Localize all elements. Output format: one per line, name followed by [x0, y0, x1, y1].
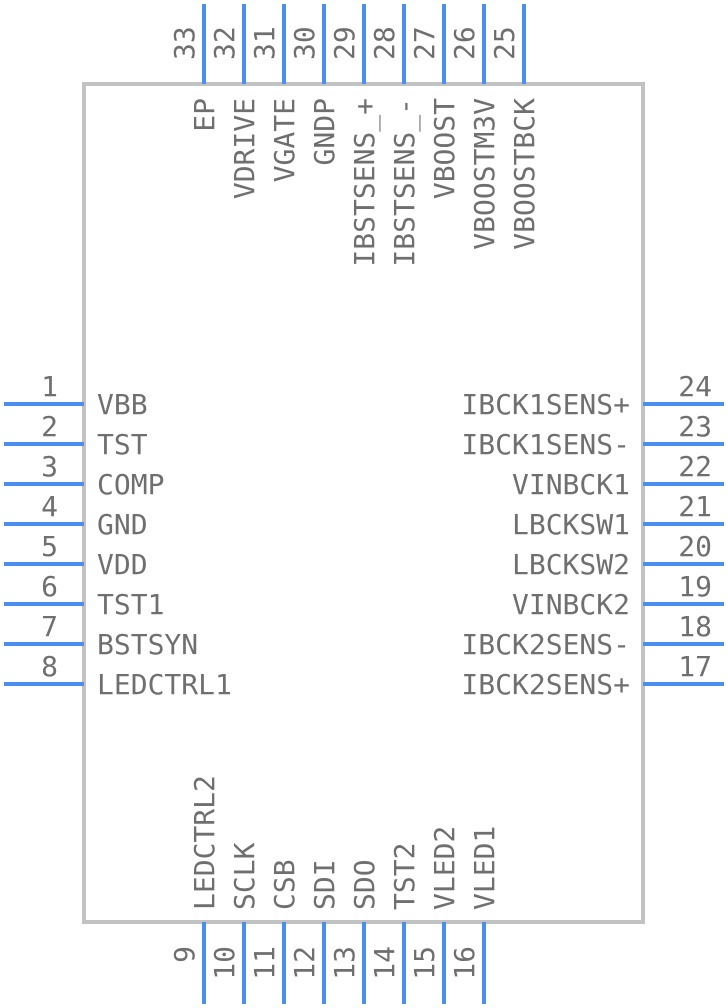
pin-name-bottom: VLED1: [468, 826, 501, 910]
pin-number-left: 4: [41, 490, 58, 523]
pin-name-right: VINBCK2: [512, 588, 630, 621]
pin-number-top: 31: [248, 26, 281, 60]
pin-name-top: VDRIVE: [228, 98, 261, 199]
pin-name-bottom: TST2: [388, 843, 421, 910]
pin-name-right: VINBCK1: [512, 468, 630, 501]
pin-name-top: VBOOSTBCK: [508, 98, 541, 250]
pin-name-right: IBCK1SENS+: [461, 388, 630, 421]
pin-number-bottom: 12: [288, 946, 321, 980]
pin-number-top: 28: [368, 26, 401, 60]
pin-number-bottom: 16: [448, 946, 481, 980]
pin-number-top: 27: [408, 26, 441, 60]
pin-number-top: 25: [488, 26, 521, 60]
pin-name-left: LEDCTRL1: [97, 668, 232, 701]
pin-name-right: LBCKSW1: [512, 508, 630, 541]
pin-name-left: TST1: [97, 588, 164, 621]
pin-name-top: GNDP: [308, 98, 341, 165]
pin-number-bottom: 11: [248, 946, 281, 980]
pin-name-bottom: SDO: [348, 859, 381, 910]
pin-name-left: BSTSYN: [97, 628, 198, 661]
pin-number-left: 8: [41, 650, 58, 683]
pin-number-right: 17: [678, 650, 712, 683]
pin-number-top: 26: [448, 26, 481, 60]
pin-number-left: 6: [41, 570, 58, 603]
pin-name-right: IBCK2SENS+: [461, 668, 630, 701]
pin-number-right: 22: [678, 450, 712, 483]
pin-name-right: IBCK1SENS-: [461, 428, 630, 461]
pin-name-left: GND: [97, 508, 148, 541]
pin-number-left: 2: [41, 410, 58, 443]
pin-name-left: COMP: [97, 468, 164, 501]
pin-number-bottom: 13: [328, 946, 361, 980]
pin-number-right: 20: [678, 530, 712, 563]
pin-number-left: 7: [41, 610, 58, 643]
pin-name-top: EP: [188, 98, 221, 132]
pin-number-right: 21: [678, 490, 712, 523]
pin-number-right: 18: [678, 610, 712, 643]
pin-name-top: IBSTSENS_-: [388, 98, 422, 267]
pin-name-left: VDD: [97, 548, 148, 581]
pin-number-bottom: 9: [168, 946, 201, 963]
pin-name-top: VBOOST: [428, 98, 461, 199]
pin-name-bottom: CSB: [268, 859, 301, 910]
pin-name-left: TST: [97, 428, 148, 461]
pin-name-right: LBCKSW2: [512, 548, 630, 581]
pin-name-bottom: LEDCTRL2: [188, 775, 221, 910]
pin-name-top: IBSTSENS_+: [348, 98, 382, 267]
pin-number-bottom: 15: [408, 946, 441, 980]
pin-name-top: VGATE: [268, 98, 301, 182]
pin-number-left: 3: [41, 450, 58, 483]
pin-name-right: IBCK2SENS-: [461, 628, 630, 661]
pin-name-left: VBB: [97, 388, 148, 421]
pin-number-bottom: 10: [208, 946, 241, 980]
pin-number-bottom: 14: [368, 946, 401, 980]
pin-name-top: VBOOSTM3V: [468, 98, 501, 250]
pin-name-bottom: SCLK: [228, 842, 261, 910]
pin-number-right: 19: [678, 570, 712, 603]
pin-number-top: 29: [328, 26, 361, 60]
pin-number-right: 24: [678, 370, 712, 403]
pin-name-bottom: SDI: [308, 859, 341, 910]
pin-number-top: 33: [168, 26, 201, 60]
pin-number-right: 23: [678, 410, 712, 443]
ic-body: [82, 82, 645, 924]
pin-number-left: 5: [41, 530, 58, 563]
pin-number-top: 30: [288, 26, 321, 60]
pin-number-top: 32: [208, 26, 241, 60]
pin-number-left: 1: [41, 370, 58, 403]
pin-name-bottom: VLED2: [428, 826, 461, 910]
